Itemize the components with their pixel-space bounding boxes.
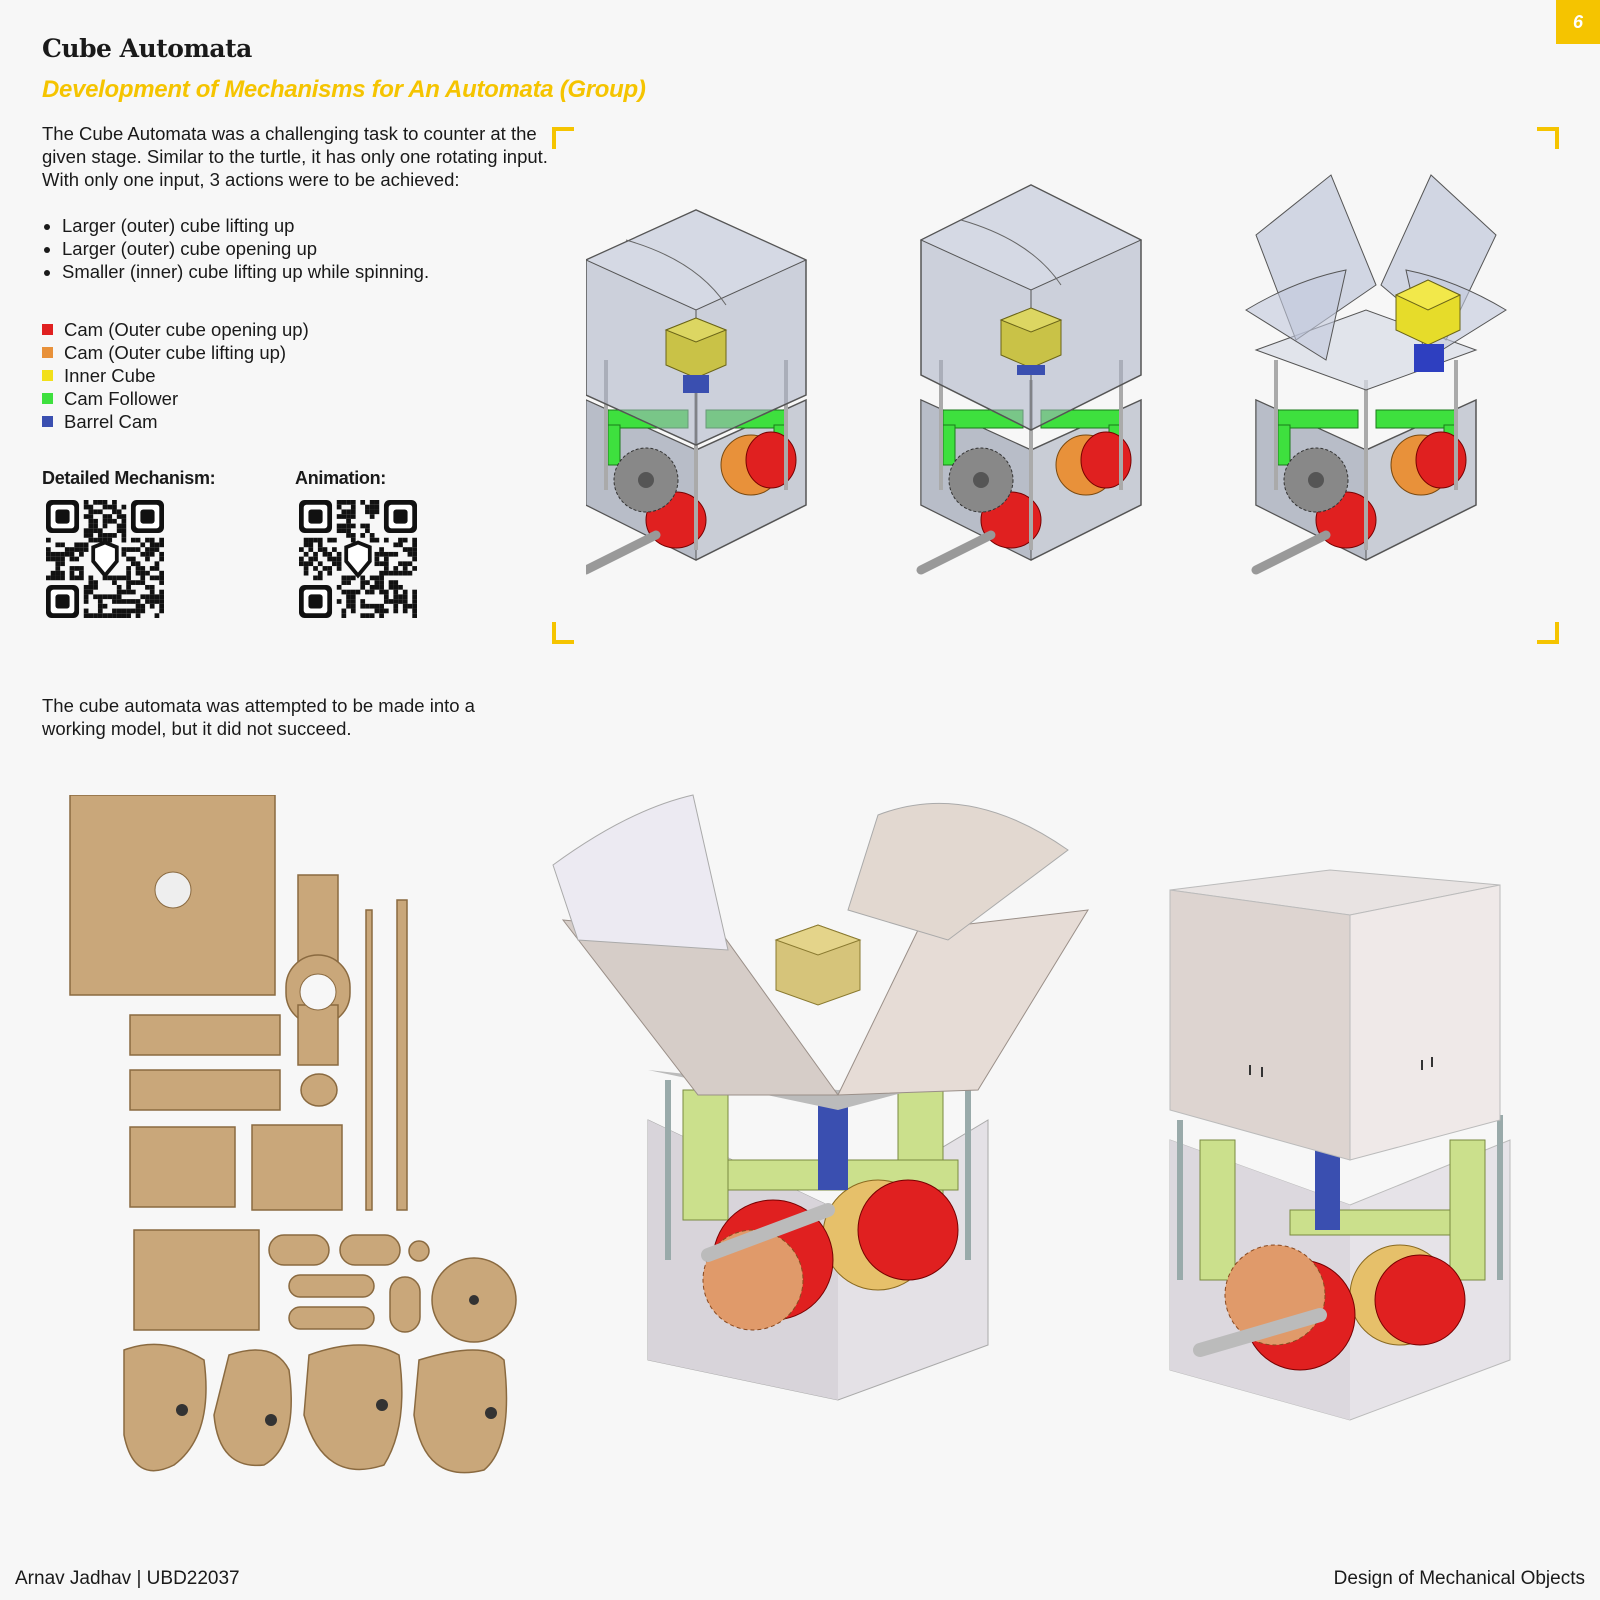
action-list: Larger (outer) cube lifting up Larger (o… xyxy=(42,214,429,283)
legend-item: Barrel Cam xyxy=(42,410,309,433)
render-open-large xyxy=(552,794,1089,1401)
legend-swatch xyxy=(42,324,53,335)
frame-corner-top-right xyxy=(1537,127,1559,149)
lion-logo-icon xyxy=(91,540,119,579)
page-number: 6 xyxy=(1556,0,1600,44)
qr-label-detailed: Detailed Mechanism: xyxy=(42,468,216,488)
render-closed-large xyxy=(1169,869,1511,1421)
render-open xyxy=(1245,174,1507,570)
legend-swatch xyxy=(42,393,53,404)
lion-logo-icon xyxy=(344,540,372,579)
render-lifting xyxy=(921,184,1141,570)
legend-item: Cam (Outer cube opening up) xyxy=(42,318,309,341)
legend-item: Cam (Outer cube lifting up) xyxy=(42,341,309,364)
page-title: Cube Automata xyxy=(42,34,252,63)
qr-code-animation[interactable] xyxy=(299,500,417,618)
list-item: Larger (outer) cube opening up xyxy=(62,237,429,260)
qr-label-animation: Animation: xyxy=(295,468,386,488)
cad-renders-sequence xyxy=(586,174,1507,600)
legend-swatch xyxy=(42,347,53,358)
intro-paragraph: The Cube Automata was a challenging task… xyxy=(42,123,548,190)
frame-corner-bottom-left xyxy=(552,622,574,644)
legend-item: Cam Follower xyxy=(42,387,309,410)
legend-item: Inner Cube xyxy=(42,364,309,387)
list-item: Smaller (inner) cube lifting up while sp… xyxy=(62,260,429,283)
qr-code-detailed-mechanism[interactable] xyxy=(46,500,164,618)
frame-corner-top-left xyxy=(552,127,574,149)
legend-swatch xyxy=(42,416,53,427)
footer-author: Arnav Jadhav | UBD22037 xyxy=(15,1568,240,1589)
working-model-note: The cube automata was attempted to be ma… xyxy=(42,695,475,739)
color-legend: Cam (Outer cube opening up) Cam (Outer c… xyxy=(42,318,309,433)
frame-corner-bottom-right xyxy=(1537,622,1559,644)
laser-cut-parts-photo xyxy=(69,795,517,1474)
list-item: Larger (outer) cube lifting up xyxy=(62,214,429,237)
page-subtitle: Development of Mechanisms for An Automat… xyxy=(42,76,646,103)
legend-swatch xyxy=(42,370,53,381)
render-closed xyxy=(586,209,806,570)
footer-course: Design of Mechanical Objects xyxy=(1333,1568,1585,1589)
